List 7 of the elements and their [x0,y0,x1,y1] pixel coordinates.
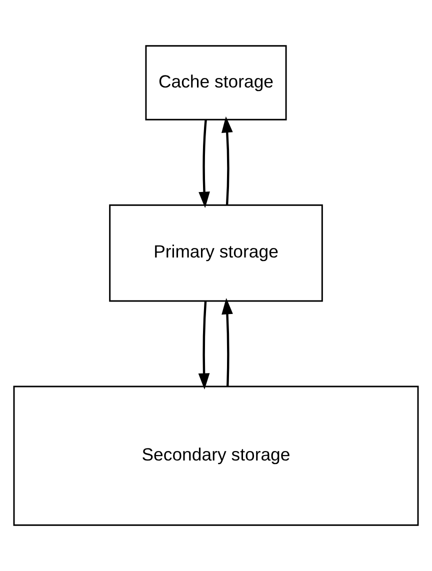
arrow [222,298,233,386]
node-box: Secondary storage [13,386,419,526]
arrow [198,301,210,390]
arrow [222,116,233,205]
node-box: Primary storage [109,204,323,302]
node-box: Cache storage [145,45,287,120]
arrow [198,120,210,208]
